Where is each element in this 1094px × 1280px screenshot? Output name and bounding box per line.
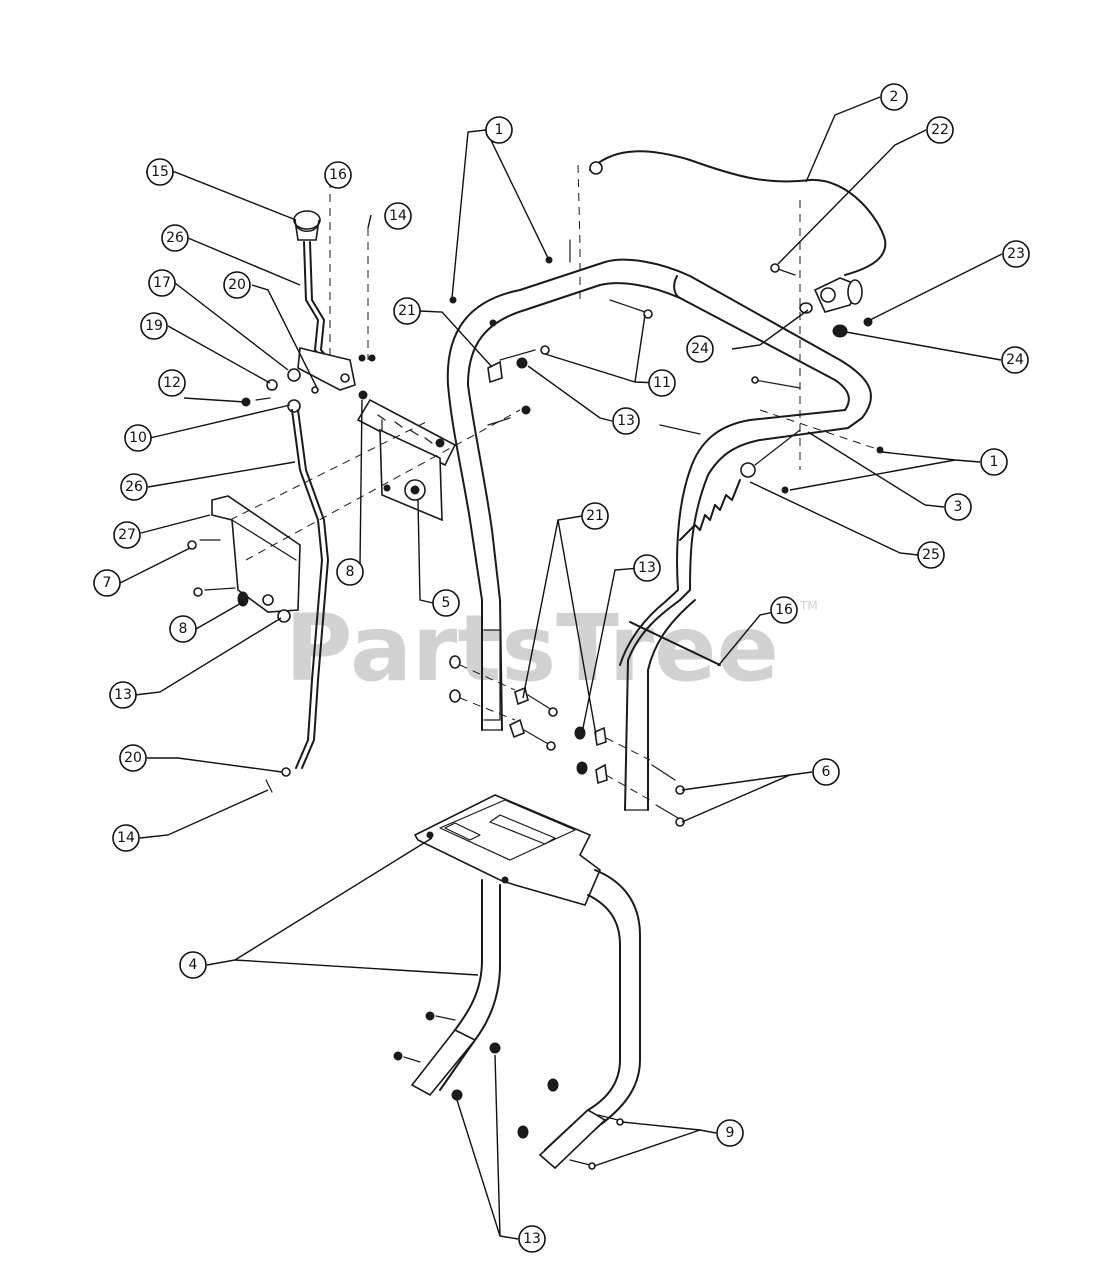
callout-21-top: 21 [393, 297, 421, 325]
spring-assembly [679, 429, 801, 541]
callout-13-upper: 13 [612, 407, 640, 435]
callout-8-left: 8 [169, 615, 197, 643]
svg-text:17: 17 [153, 275, 171, 291]
svg-text:25: 25 [922, 547, 940, 563]
svg-text:14: 14 [389, 208, 407, 224]
svg-text:2: 2 [890, 89, 899, 105]
svg-text:6: 6 [822, 764, 831, 780]
callout-27: 27 [113, 521, 141, 549]
svg-text:12: 12 [163, 375, 181, 391]
middle-hardware [449, 621, 721, 827]
callout-10: 10 [124, 424, 152, 452]
svg-text:1: 1 [495, 122, 504, 138]
svg-text:27: 27 [118, 527, 136, 543]
mounting-plate [187, 409, 521, 623]
svg-text:4: 4 [189, 957, 198, 973]
watermark-text: PartsTree [285, 595, 779, 702]
callout-26-lower: 26 [120, 473, 148, 501]
svg-text:26: 26 [125, 479, 143, 495]
lower-handle [393, 794, 641, 1170]
svg-text:22: 22 [931, 122, 949, 138]
upper-handle-bolts [449, 256, 884, 494]
callout-13-left: 13 [109, 681, 137, 709]
upper-handle [446, 239, 872, 811]
svg-text:24: 24 [691, 341, 709, 357]
callout-23: 23 [1002, 240, 1030, 268]
svg-text:24: 24 [1006, 352, 1024, 368]
callout-12: 12 [158, 369, 186, 397]
callout-13-middle: 13 [633, 554, 661, 582]
callout-16-top: 16 [324, 161, 352, 189]
callout-16-right: 16 [770, 596, 798, 624]
shift-rod [241, 180, 376, 793]
svg-text:11: 11 [653, 375, 671, 391]
callout-21-middle: 21 [581, 502, 609, 530]
callout-13-bottom: 13 [518, 1225, 546, 1253]
callout-19: 19 [140, 312, 168, 340]
control-cable [577, 150, 887, 470]
svg-text:10: 10 [129, 430, 147, 446]
leader-lines [119, 96, 1003, 1240]
svg-text:3: 3 [954, 499, 963, 515]
callout-2: 2 [880, 83, 908, 111]
callout-15: 15 [146, 158, 174, 186]
svg-text:20: 20 [124, 750, 142, 766]
svg-text:20: 20 [228, 277, 246, 293]
callout-5: 5 [432, 589, 460, 617]
callout-11: 11 [648, 369, 676, 397]
callout-1-right: 1 [980, 448, 1008, 476]
svg-text:5: 5 [442, 595, 451, 611]
callout-6: 6 [812, 758, 840, 786]
watermark: PartsTree TM [285, 595, 818, 702]
svg-text:13: 13 [617, 413, 635, 429]
svg-text:26: 26 [166, 230, 184, 246]
callout-24-left: 24 [686, 335, 714, 363]
svg-text:1: 1 [990, 454, 999, 470]
callout-22: 22 [926, 116, 954, 144]
shift-bracket [356, 357, 531, 522]
callout-26-top: 26 [161, 224, 189, 252]
callout-3: 3 [944, 493, 972, 521]
callout-20-lower: 20 [119, 744, 147, 772]
svg-text:13: 13 [523, 1231, 541, 1247]
svg-text:13: 13 [114, 687, 132, 703]
svg-text:13: 13 [638, 560, 656, 576]
callout-24-right: 24 [1001, 346, 1029, 374]
svg-text:14: 14 [117, 830, 135, 846]
svg-text:7: 7 [103, 575, 112, 591]
svg-text:8: 8 [346, 564, 355, 580]
callouts: 1 2 22 15 16 14 26 23 17 20 21 19 24 24 … [93, 83, 1030, 1253]
svg-text:19: 19 [145, 318, 163, 334]
callout-14-lower: 14 [112, 824, 140, 852]
svg-text:8: 8 [179, 621, 188, 637]
callout-14-top: 14 [384, 202, 412, 230]
callout-20-top: 20 [223, 271, 251, 299]
cable-bracket [770, 263, 873, 338]
callout-4: 4 [179, 951, 207, 979]
svg-text:21: 21 [398, 303, 416, 319]
callout-17: 17 [148, 269, 176, 297]
callout-7: 7 [93, 569, 121, 597]
svg-text:23: 23 [1007, 246, 1025, 262]
svg-text:15: 15 [151, 164, 169, 180]
callout-25: 25 [917, 541, 945, 569]
svg-text:21: 21 [586, 508, 604, 524]
svg-text:9: 9 [726, 1125, 735, 1141]
callout-8-right: 8 [336, 558, 364, 586]
watermark-trademark: TM [799, 599, 818, 613]
svg-text:16: 16 [775, 602, 793, 618]
callout-9: 9 [716, 1119, 744, 1147]
callout-1-top: 1 [485, 116, 513, 144]
svg-text:16: 16 [329, 167, 347, 183]
